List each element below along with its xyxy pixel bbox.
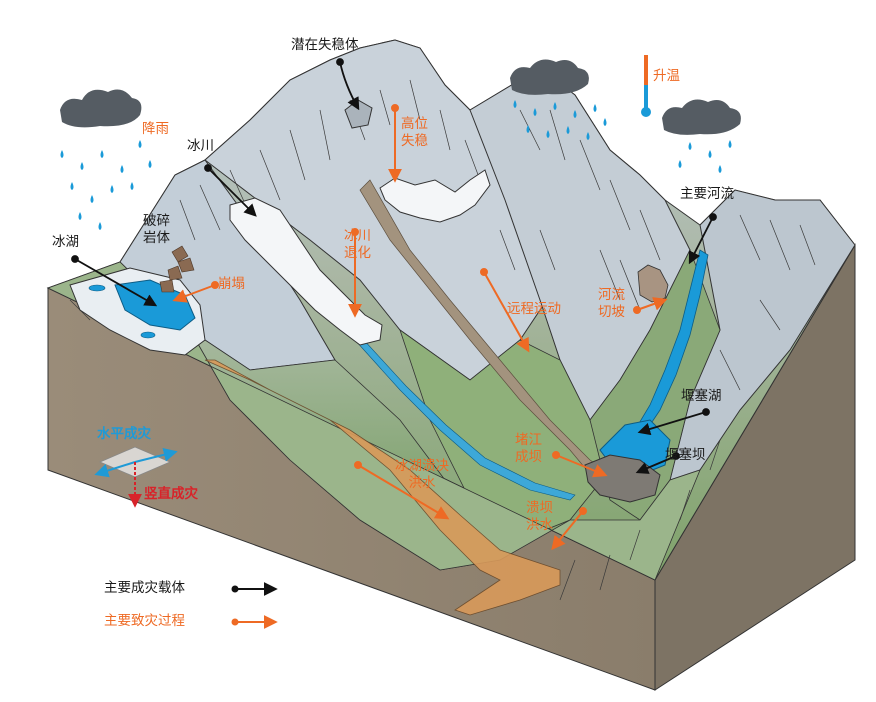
label-high-position-failure: 高位 失稳 xyxy=(401,116,428,149)
carrier-arrows xyxy=(71,58,717,474)
rain-cloud-top xyxy=(510,59,589,95)
terrain xyxy=(46,39,856,616)
label-horizontal-disaster: 水平成灾 xyxy=(97,426,151,442)
label-glacier-retreat: 冰川 退化 xyxy=(344,228,371,261)
glacier-tongue xyxy=(229,197,383,346)
label-collapse: 崩塌 xyxy=(218,276,245,292)
rain-cloud-left xyxy=(60,89,142,128)
label-river-blocking-dam: 堵江 成坝 xyxy=(515,432,542,465)
label-broken-rock-mass: 破碎 岩体 xyxy=(143,213,170,246)
label-dam: 堰塞坝 xyxy=(665,447,706,463)
rain-drops xyxy=(60,100,732,230)
legend-markers xyxy=(231,582,278,629)
disaster-direction-indicator xyxy=(94,446,178,508)
incision-slope-mass xyxy=(637,264,669,303)
label-glacial-lake: 冰湖 xyxy=(52,234,79,250)
label-river-incision: 河流 切坡 xyxy=(598,287,625,320)
label-dammed-lake: 堰塞湖 xyxy=(681,388,722,404)
legend-disaster-process: 主要致灾过程 xyxy=(104,613,185,629)
label-long-runout-movement: 远程运动 xyxy=(507,301,561,317)
snow-patch xyxy=(379,169,491,223)
label-rainfall: 降雨 xyxy=(142,121,169,137)
label-potential-unstable-body: 潜在失稳体 xyxy=(291,37,359,53)
label-vertical-disaster: 竖直成灾 xyxy=(144,486,198,502)
debris-channel-left xyxy=(204,359,561,616)
label-glacial-lake-outburst-flood: 冰湖溃决 洪水 xyxy=(395,458,449,491)
thermometer-icon xyxy=(641,55,651,117)
label-main-river: 主要河流 xyxy=(680,186,734,202)
broken-rock-mass xyxy=(159,245,195,293)
label-glacier: 冰川 xyxy=(187,138,214,154)
legend-disaster-carrier: 主要成灾载体 xyxy=(104,580,185,596)
glacier-stream xyxy=(354,337,576,501)
label-dam-break-flood: 溃坝 洪水 xyxy=(526,500,553,533)
label-rising-temperature: 升温 xyxy=(653,68,680,84)
cloud-right xyxy=(662,99,741,135)
process-arrows xyxy=(172,104,668,551)
